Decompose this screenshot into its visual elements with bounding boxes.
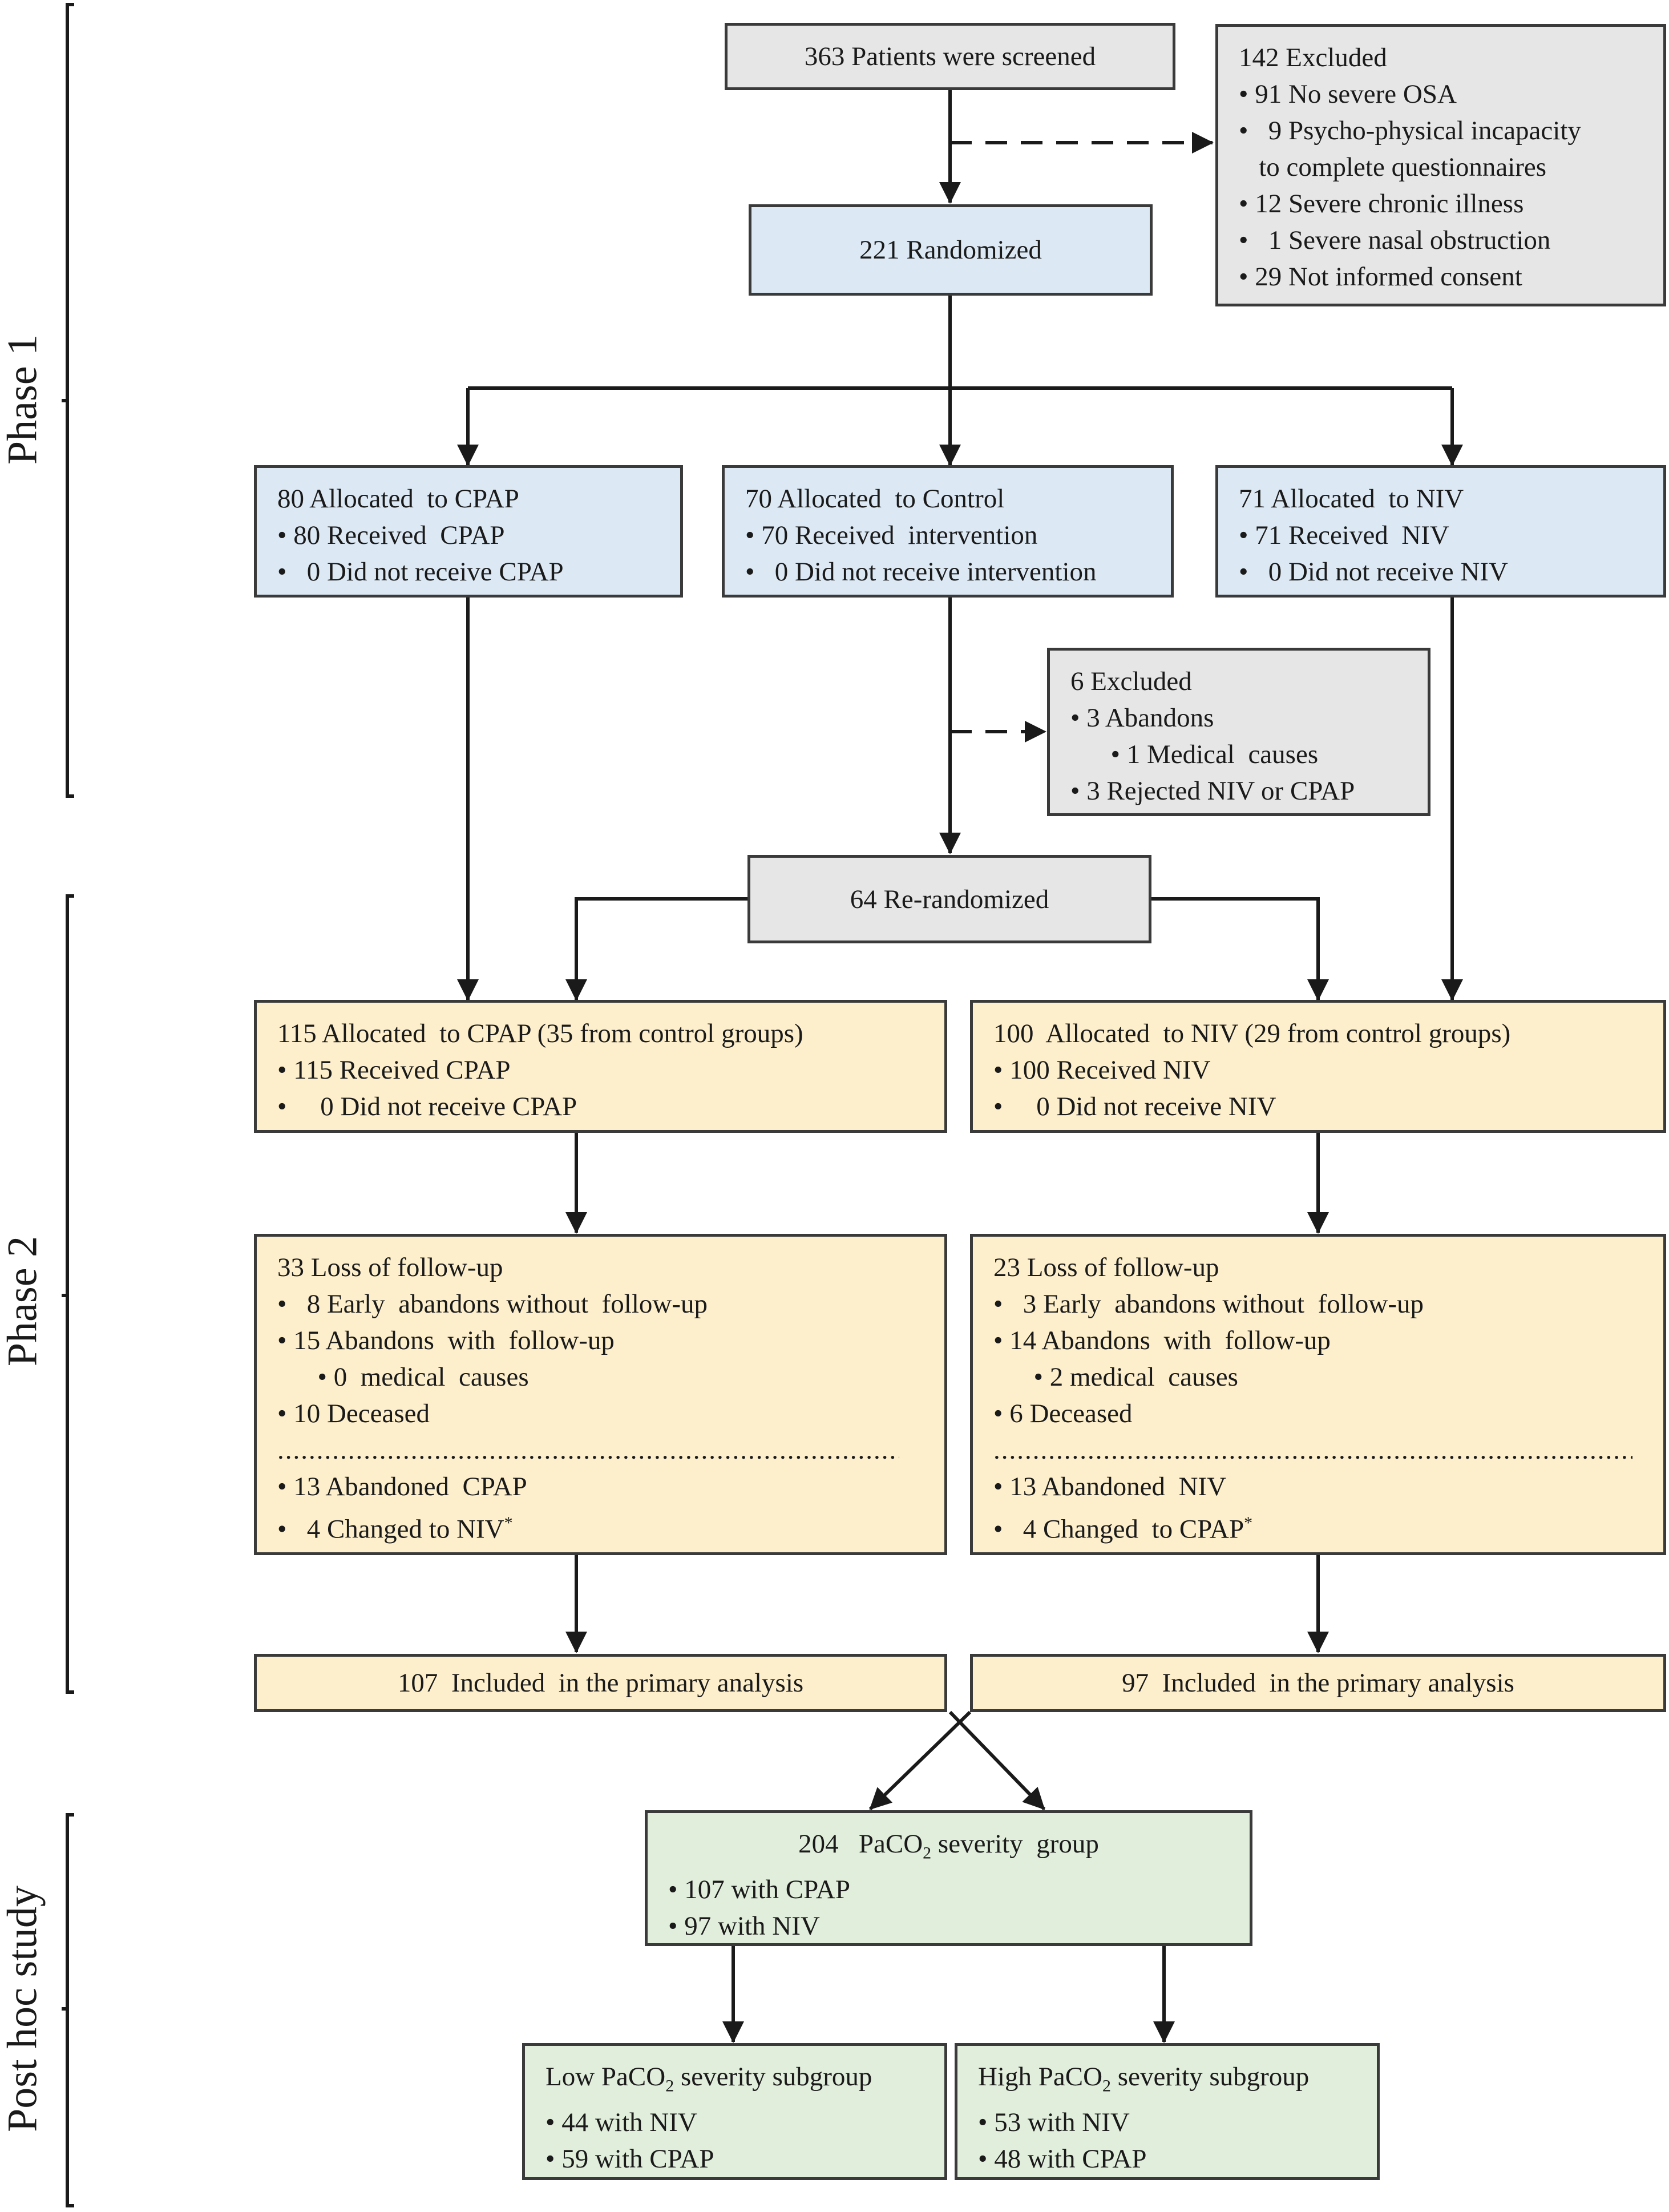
low-group-title-post: severity subgroup bbox=[674, 2062, 872, 2092]
loss-niv-box: 23 Loss of follow-up • 3 Early abandons … bbox=[970, 1234, 1666, 1555]
alloc-cpap-box: 80 Allocated to CPAP • 80 Received CPAP … bbox=[254, 465, 683, 598]
p2-niv-item: • 100 Received NIV bbox=[993, 1055, 1211, 1085]
paco2-group-title: 204 PaCO2 severity group bbox=[668, 1826, 1229, 1871]
alloc-niv-title: 71 Allocated to NIV bbox=[1239, 484, 1464, 514]
rerandomized-box: 64 Re-randomized bbox=[747, 855, 1151, 943]
high-group-title-pre: High PaCO bbox=[978, 2062, 1103, 2092]
excluded1-box: 142 Excluded • 91 No severe OSA • 9 Psyc… bbox=[1215, 24, 1666, 306]
loss-cpap-divider: ........................................… bbox=[277, 1435, 899, 1465]
included-niv-text: 97 Included in the primary analysis bbox=[1122, 1668, 1514, 1698]
excluded1-item: • 12 Severe chronic illness bbox=[1239, 189, 1524, 219]
loss-niv-item: • 6 Deceased bbox=[993, 1399, 1133, 1428]
p2-cpap-item: • 115 Received CPAP bbox=[277, 1055, 511, 1085]
excluded1-title: 142 Excluded bbox=[1239, 43, 1387, 72]
rerandomized-text: 64 Re-randomized bbox=[850, 884, 1049, 914]
high-group-title-post: severity subgroup bbox=[1111, 2062, 1310, 2092]
low-group-item: • 59 with CPAP bbox=[545, 2144, 714, 2174]
loss-niv-item: • 3 Early abandons without follow-up bbox=[993, 1289, 1424, 1319]
excluded1-item: • 9 Psycho-physical incapacity bbox=[1239, 116, 1581, 146]
loss-niv-item-changed: • 4 Changed to CPAP* bbox=[993, 1505, 1643, 1548]
phase2-bracket bbox=[66, 894, 74, 1694]
arrow-rerand-cpap bbox=[565, 897, 747, 1001]
alloc-control-item: • 0 Did not receive intervention bbox=[745, 557, 1097, 587]
loss-cpap-box: 33 Loss of follow-up • 8 Early abandons … bbox=[254, 1234, 947, 1555]
paco2-group-item: • 107 with CPAP bbox=[668, 1875, 851, 1905]
arrow-rerand-niv bbox=[1150, 897, 1329, 1001]
included-cpap-box: 107 Included in the primary analysis bbox=[254, 1654, 947, 1712]
loss-cpap-changed-text: • 4 Changed to NIV bbox=[277, 1514, 504, 1544]
posthoc-bracket bbox=[66, 1813, 74, 2207]
low-group-item: • 44 with NIV bbox=[545, 2108, 697, 2138]
loss-niv-changed-text: • 4 Changed to CPAP bbox=[993, 1514, 1244, 1544]
p2-cpap-item: • 0 Did not receive CPAP bbox=[277, 1092, 577, 1121]
randomized-text: 221 Randomized bbox=[859, 235, 1042, 265]
included-niv-box: 97 Included in the primary analysis bbox=[970, 1654, 1666, 1712]
excluded1-item: • 91 No severe OSA bbox=[1239, 79, 1457, 109]
low-group-title-sub: 2 bbox=[665, 2076, 674, 2096]
loss-cpap-item: • 10 Deceased bbox=[277, 1399, 430, 1428]
high-group-title: High PaCO2 severity subgroup bbox=[978, 2058, 1356, 2104]
excluded1-item: to complete questionnaires bbox=[1239, 152, 1547, 182]
p2-niv-box: 100 Allocated to NIV (29 from control gr… bbox=[970, 1000, 1666, 1133]
alloc-niv-item: • 0 Did not receive NIV bbox=[1239, 557, 1508, 587]
loss-cpap-item: • 15 Abandons with follow-up bbox=[277, 1326, 615, 1355]
alloc-niv-item: • 71 Received NIV bbox=[1239, 520, 1449, 550]
excluded2-item: • 3 Rejected NIV or CPAP bbox=[1070, 776, 1355, 806]
excluded2-title: 6 Excluded bbox=[1070, 667, 1192, 696]
alloc-cpap-title: 80 Allocated to CPAP bbox=[277, 484, 519, 514]
loss-cpap-item: • 13 Abandoned CPAP bbox=[277, 1472, 527, 1501]
alloc-niv-box: 71 Allocated to NIV • 71 Received NIV • … bbox=[1215, 465, 1666, 598]
paco2-group-item: • 97 with NIV bbox=[668, 1911, 820, 1941]
p2-cpap-title: 115 Allocated to CPAP (35 from control g… bbox=[277, 1019, 803, 1048]
loss-niv-title: 23 Loss of follow-up bbox=[993, 1253, 1219, 1282]
excluded2-box: 6 Excluded • 3 Abandons • 1 Medical caus… bbox=[1047, 648, 1430, 816]
loss-niv-item: • 14 Abandons with follow-up bbox=[993, 1326, 1331, 1355]
paco2-group-title-sub: 2 bbox=[923, 1843, 932, 1863]
loss-cpap-item: • 0 medical causes bbox=[277, 1362, 529, 1392]
loss-niv-asterisk: * bbox=[1244, 1513, 1253, 1532]
paco2-group-title-pre: 204 PaCO bbox=[798, 1829, 923, 1859]
excluded2-item: • 1 Medical causes bbox=[1070, 740, 1319, 769]
excluded1-item: • 1 Severe nasal obstruction bbox=[1239, 225, 1551, 255]
loss-cpap-item: • 8 Early abandons without follow-up bbox=[277, 1289, 708, 1319]
loss-niv-divider: ........................................… bbox=[993, 1435, 1632, 1465]
phase1-bracket bbox=[66, 3, 74, 798]
high-group-title-sub: 2 bbox=[1102, 2076, 1112, 2096]
screened-box: 363 Patients were screened bbox=[725, 23, 1175, 90]
low-group-title-pre: Low PaCO bbox=[545, 2062, 666, 2092]
loss-cpap-title: 33 Loss of follow-up bbox=[277, 1253, 503, 1282]
alloc-cpap-item: • 80 Received CPAP bbox=[277, 520, 505, 550]
low-group-box: Low PaCO2 severity subgroup • 44 with NI… bbox=[522, 2043, 947, 2180]
excluded2-item: • 3 Abandons bbox=[1070, 703, 1214, 733]
included-cpap-text: 107 Included in the primary analysis bbox=[397, 1668, 804, 1698]
arrow-cross-1 bbox=[868, 1710, 972, 1811]
excluded1-item: • 29 Not informed consent bbox=[1239, 262, 1522, 292]
p2-cpap-box: 115 Allocated to CPAP (35 from control g… bbox=[254, 1000, 947, 1133]
alloc-control-item: • 70 Received intervention bbox=[745, 520, 1038, 550]
loss-cpap-item-changed: • 4 Changed to NIV* bbox=[277, 1505, 924, 1548]
high-group-item: • 53 with NIV bbox=[978, 2108, 1130, 2138]
paco2-group-box: 204 PaCO2 severity group • 107 with CPAP… bbox=[645, 1810, 1252, 1946]
p2-niv-item: • 0 Did not receive NIV bbox=[993, 1092, 1276, 1121]
loss-niv-item: • 2 medical causes bbox=[993, 1362, 1238, 1392]
arrow-cross-2 bbox=[948, 1710, 1046, 1811]
screened-text: 363 Patients were screened bbox=[804, 42, 1096, 71]
high-group-box: High PaCO2 severity subgroup • 53 with N… bbox=[955, 2043, 1380, 2180]
alloc-control-box: 70 Allocated to Control • 70 Received in… bbox=[722, 465, 1174, 598]
loss-cpap-asterisk: * bbox=[504, 1513, 513, 1532]
alloc-cpap-item: • 0 Did not receive CPAP bbox=[277, 557, 564, 587]
alloc-control-title: 70 Allocated to Control bbox=[745, 484, 1005, 514]
low-group-title: Low PaCO2 severity subgroup bbox=[545, 2058, 924, 2104]
high-group-item: • 48 with CPAP bbox=[978, 2144, 1147, 2174]
randomized-box: 221 Randomized bbox=[749, 204, 1153, 296]
paco2-group-title-post: severity group bbox=[931, 1829, 1099, 1859]
loss-niv-item: • 13 Abandoned NIV bbox=[993, 1472, 1227, 1501]
p2-niv-title: 100 Allocated to NIV (29 from control gr… bbox=[993, 1019, 1511, 1048]
